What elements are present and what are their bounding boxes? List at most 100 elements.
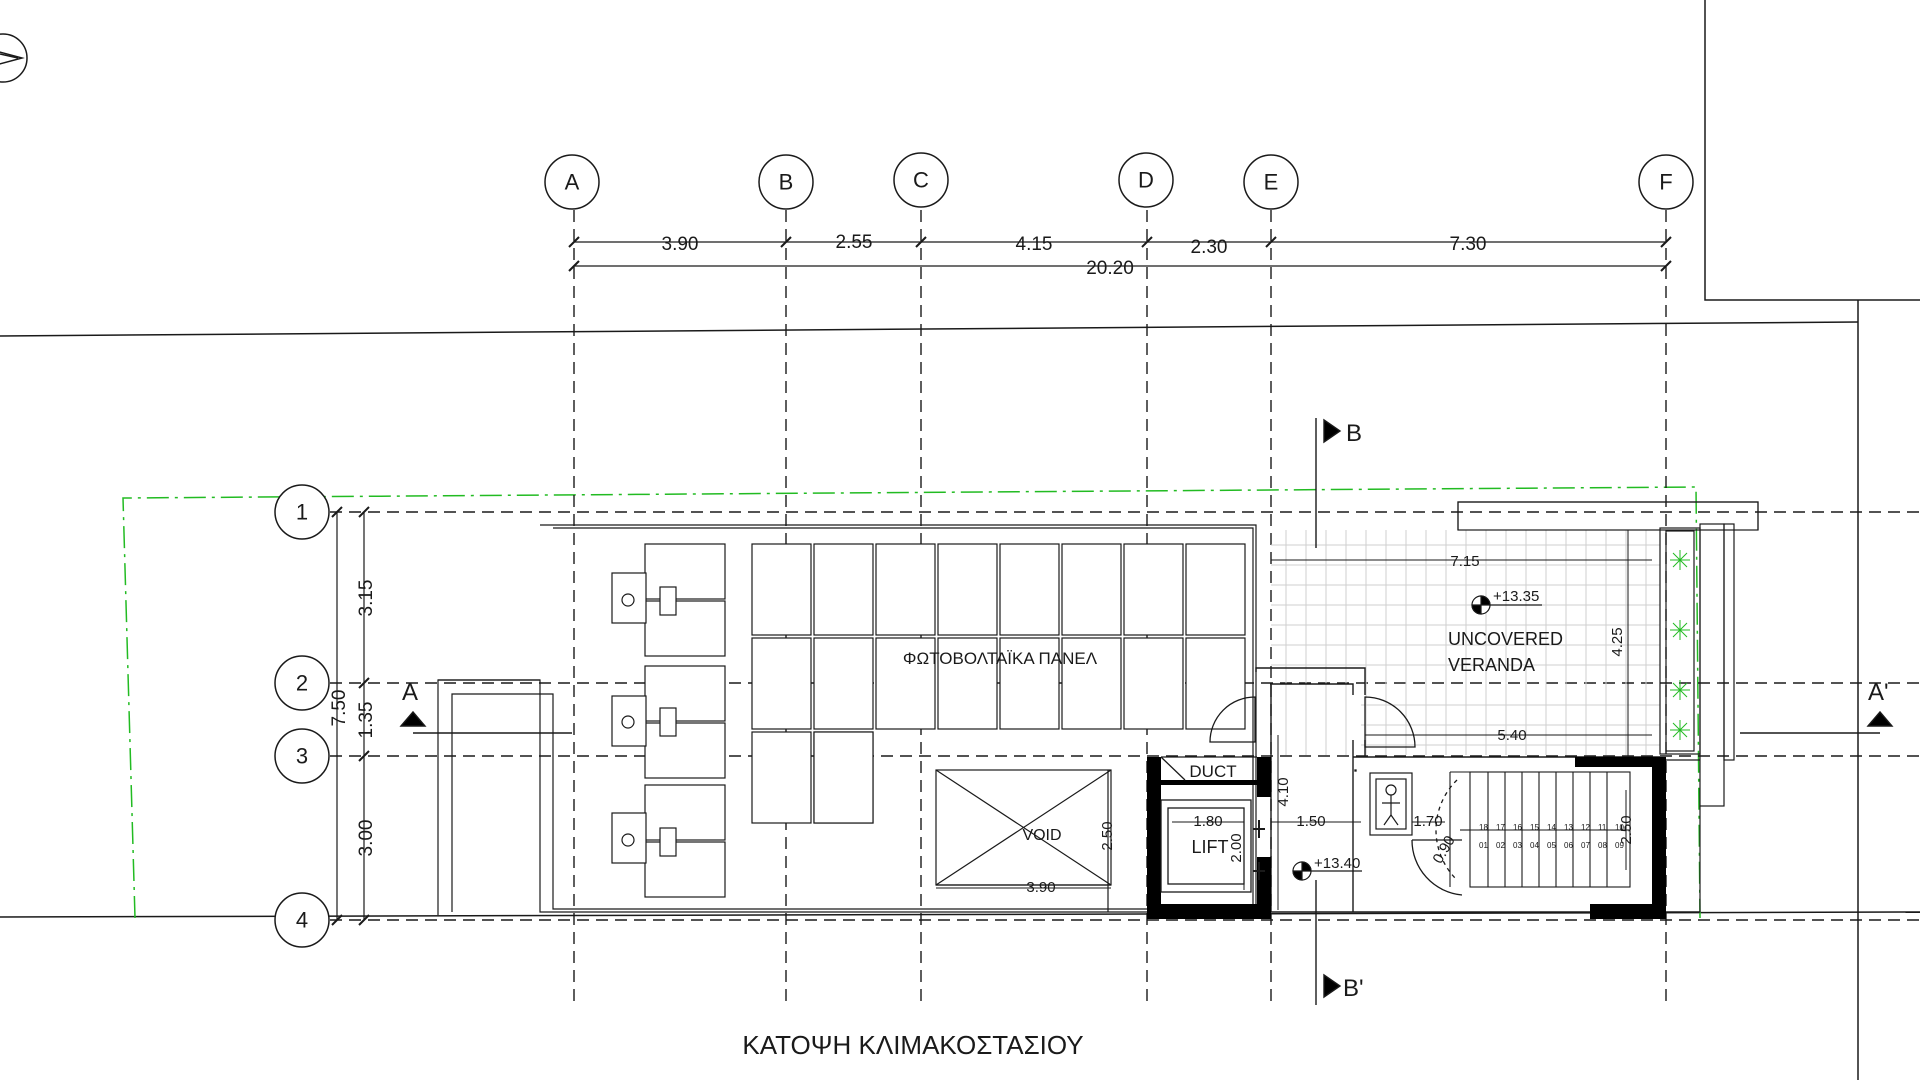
step-label: 08 [1598,841,1607,850]
step-label: 18 [1479,823,1488,832]
level-marker-icons [1292,595,1542,881]
north-arrow-icon [0,33,28,83]
grid-bubble-1 [274,484,330,540]
lift-door-marks [1253,820,1265,880]
step-label: 02 [1496,841,1505,850]
wheelchair-icon [1369,772,1413,836]
grid-label-e: E [1264,170,1279,195]
dim-a-b: 3.90 [662,234,699,255]
dim-c-d: 4.15 [1016,234,1053,255]
step-label: 16 [1513,823,1522,832]
neighbour-building-outline [1704,0,1920,1080]
grid-bubbles [274,152,1694,948]
section-arrow-b-prime-icon [1323,973,1342,999]
dim-door-width: 0.90 [1429,833,1458,867]
dim-lift-width: 1.80 [1193,813,1222,830]
dim-total-vertical: 7.50 [329,690,350,727]
grid-bubble-d [1118,152,1174,208]
step-label: 05 [1547,841,1556,850]
horizontal-dimension-lines [568,236,1672,272]
planter-box [1457,501,1759,912]
section-arrow-b-icon [1323,418,1342,444]
grid-bubble-b [758,154,814,210]
grid-labels: A B C D E F 1 2 3 4 [296,168,1673,933]
door-swing-icons [1209,696,1463,896]
dim-veranda-lower: 5.40 [1497,727,1526,744]
step-label: 14 [1547,823,1556,832]
step-label: 12 [1581,823,1590,832]
section-markers [399,418,1894,1005]
step-label: 11 [1598,823,1607,832]
roof-outline [437,524,1257,915]
dim-void-width: 3.90 [1026,879,1055,896]
section-label-a: A [402,679,418,706]
level-landing: +13.40 [1314,855,1360,872]
level-veranda: +13.35 [1493,588,1539,605]
step-label: 10 [1615,823,1624,832]
vertical-dimension-lines [331,506,370,926]
dim-void-depth: 2.50 [1099,821,1116,850]
staircase [1449,771,1631,888]
ac-units [611,543,726,898]
ac-unit-icon [611,784,726,898]
void-outline [935,769,1112,912]
step-label: 09 [1615,841,1624,850]
dim-2-3: 1.35 [356,702,377,739]
section-labels: B B' A A' [402,420,1889,1002]
step-label: 03 [1513,841,1522,850]
plant-icons [1670,550,1690,740]
stair-step-numbers: 18 17 16 15 14 13 12 11 10 01 02 03 04 0… [1479,823,1624,850]
veranda-label-line2: VERANDA [1448,655,1535,675]
grid-bubble-3 [274,728,330,784]
dim-e-f: 7.30 [1450,234,1487,255]
grid-label-f: F [1659,170,1672,195]
ac-unit-icon [611,543,726,657]
section-label-b-prime: B' [1343,975,1364,1002]
section-arrow-a-prime-icon [1866,710,1894,727]
level-texts: +13.35 +13.40 [1314,588,1539,872]
grid-bubble-2 [274,655,330,711]
grid-bubble-4 [274,892,330,948]
lift-label: LIFT [1191,837,1228,857]
pv-panels-label: ΦΩΤΟΒΟΛΤΑΪΚΑ ΠΑΝΕΛ [903,649,1098,668]
dim-veranda-width: 7.15 [1450,553,1479,570]
grid-label-c: C [913,168,929,193]
step-label: 15 [1530,823,1539,832]
dim-d-e: 2.30 [1191,237,1228,258]
step-label: 01 [1479,841,1488,850]
grid-label-d: D [1138,168,1154,193]
veranda-floor-tiles [1271,530,1660,755]
step-label: 13 [1564,823,1573,832]
grid-label-b: B [779,170,794,195]
dim-lift-depth: 2.00 [1228,833,1245,862]
dim-total-horizontal: 20.20 [1086,258,1134,279]
grid-bubble-c [893,152,949,208]
duct-label: DUCT [1189,762,1236,781]
grid-bubble-e [1243,154,1299,210]
dim-3-4: 3.00 [356,820,377,857]
solar-panel-array [751,543,1246,824]
grid-label-2: 2 [296,671,308,696]
dim-1-2: 3.15 [356,580,377,617]
room-labels: ΦΩΤΟΒΟΛΤΑΪΚΑ ΠΑΝΕΛ UNCOVERED VERANDA VOI… [903,629,1563,857]
ac-unit-icon [611,665,726,779]
step-label: 04 [1530,841,1539,850]
grid-label-4: 4 [296,908,308,933]
dim-stair-depth: 2.50 [1618,815,1635,844]
void-label: VOID [1022,827,1061,844]
internal-dimension-lines [936,530,1652,910]
dim-wc-width: 1.70 [1413,813,1442,830]
grid-bubble-a [544,154,600,210]
dim-landing-depth: 4.10 [1275,777,1292,806]
step-label: 17 [1496,823,1505,832]
dim-b-c: 2.55 [836,232,873,253]
section-label-b: B [1346,420,1362,447]
internal-dimension-texts: 7.15 4.25 5.40 3.90 2.50 1.80 2.00 4.10 … [1026,553,1635,896]
structural-walls [1147,757,1666,919]
grid-label-a: A [565,170,580,195]
horizontal-dimension-texts: 3.90 2.55 4.15 2.30 7.30 20.20 [662,232,1487,279]
grid-label-3: 3 [296,744,308,769]
drawing-title: ΚΑΤΟΨΗ ΚΛΙΜΑΚΟΣΤΑΣΙΟΥ [742,1030,1083,1060]
section-arrow-a-icon [399,710,427,727]
